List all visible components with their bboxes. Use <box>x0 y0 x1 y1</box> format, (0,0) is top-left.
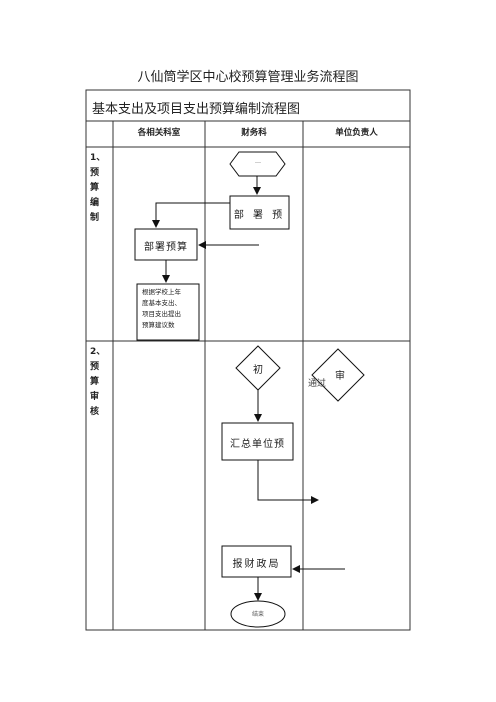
dept-note-text: 根据学校上年 度基本支出、 项目支出提出 预算建议数 <box>142 288 181 329</box>
deploy-finance-label: 部 署 预 <box>233 210 286 221</box>
end-label: 结束 <box>251 611 264 618</box>
chart-title: 基本支出及项目支出预算编制流程图 <box>92 102 301 117</box>
stage-label-preparation: 1、 预 算 编 制 <box>90 153 106 223</box>
column-header-finance: 财务科 <box>241 128 267 138</box>
table-grid <box>85 89 411 631</box>
column-header-departments: 各相关科室 <box>137 128 181 138</box>
head-review-diamond <box>311 348 365 402</box>
start-hexagon-label: … <box>255 158 261 165</box>
connector-finance-to-dept <box>152 202 230 228</box>
connector-summary-to-head <box>257 460 319 504</box>
deploy-dept-label: 部署预算 <box>144 242 188 253</box>
submit-label: 报财政局 <box>232 559 281 570</box>
summary-label: 汇总单位预 <box>230 439 285 450</box>
column-header-unit-head: 单位负责人 <box>335 128 378 138</box>
stage-label-review: 2、 预 算 审 核 <box>90 347 106 417</box>
head-review-label: 审 <box>335 371 345 382</box>
start-hexagon <box>229 151 286 177</box>
summary-box <box>221 422 294 461</box>
end-ellipse <box>230 600 286 628</box>
head-pass-label: 通过 <box>308 379 327 389</box>
deploy-finance-box <box>229 195 290 230</box>
dept-note-box <box>136 283 200 341</box>
initial-review-label: 初 <box>253 365 263 376</box>
submit-box <box>221 545 292 578</box>
document-title: 八仙筒学区中心校预算管理业务流程图 <box>137 70 359 85</box>
